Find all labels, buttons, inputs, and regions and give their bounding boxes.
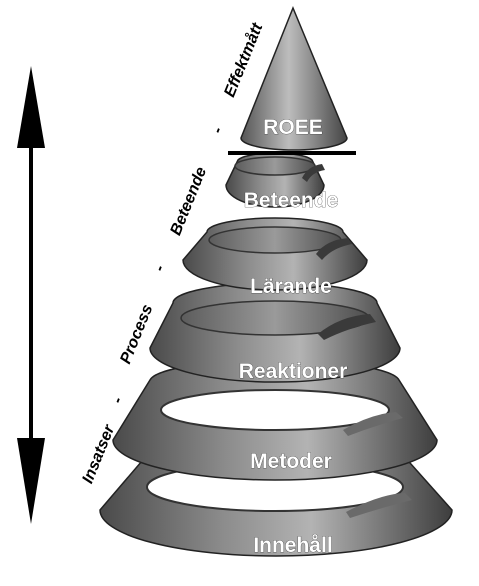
side-label-beteende: Beteende [167,165,210,238]
cone-tip-roee [240,6,348,151]
side-label-insatser: Insatser [79,422,118,486]
side-label-dash-1: - [109,395,127,406]
cone-ring-beteende [225,152,325,208]
cone-ring-metoder [112,359,438,481]
level-label-larande: Lärande [250,275,332,298]
level-label-beteende: Beteende [244,189,339,212]
level-label-roee: ROEE [263,116,323,139]
side-label-dash-2: - [151,263,169,274]
side-label-process: Process [117,302,156,366]
level-label-innehall: Innehåll [253,534,332,557]
double-headed-vertical-arrow-icon [17,66,45,524]
side-label-dash-3: - [209,125,227,136]
level-label-reaktioner: Reaktioner [239,360,348,383]
cone-ring-larande [182,217,368,291]
cone-ring-reaktioner [149,282,401,383]
side-label-effektmatt: Effektmått [220,20,266,100]
level-label-metoder: Metoder [250,450,332,473]
